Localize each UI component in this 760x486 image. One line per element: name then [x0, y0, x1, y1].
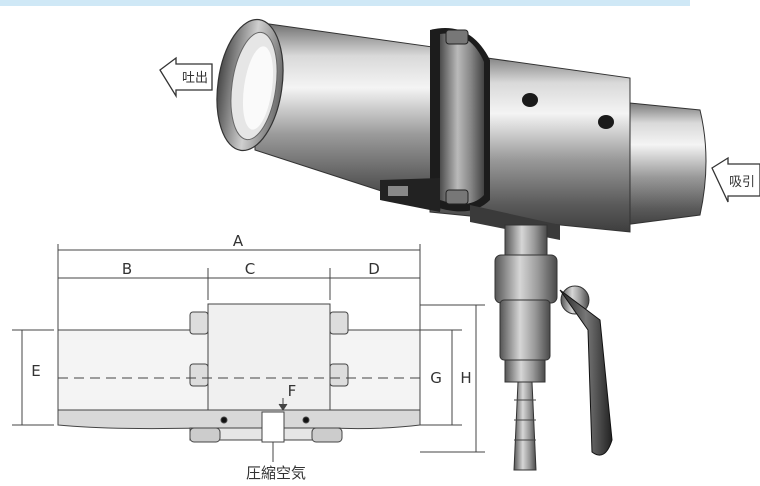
air-label: 圧縮空気: [246, 464, 306, 482]
dim-G: G: [430, 369, 442, 387]
ball-valve: [494, 224, 613, 471]
dim-B: B: [122, 260, 132, 278]
amplifier-body: [216, 18, 707, 240]
dim-E: E: [31, 362, 40, 380]
outlet-arrow: 吐出: [159, 56, 213, 99]
dim-A: A: [233, 232, 244, 250]
dim-F: F: [288, 382, 297, 400]
dim-H: H: [460, 369, 471, 387]
outlet-label: 吐出: [182, 71, 208, 86]
cross-section-drawing: [12, 244, 485, 462]
inlet-label: 吸引: [729, 175, 755, 190]
dim-D: D: [368, 260, 380, 278]
dim-C: C: [245, 260, 255, 278]
inlet-arrow: 吸引: [711, 156, 760, 203]
top-color-band: [0, 0, 690, 6]
